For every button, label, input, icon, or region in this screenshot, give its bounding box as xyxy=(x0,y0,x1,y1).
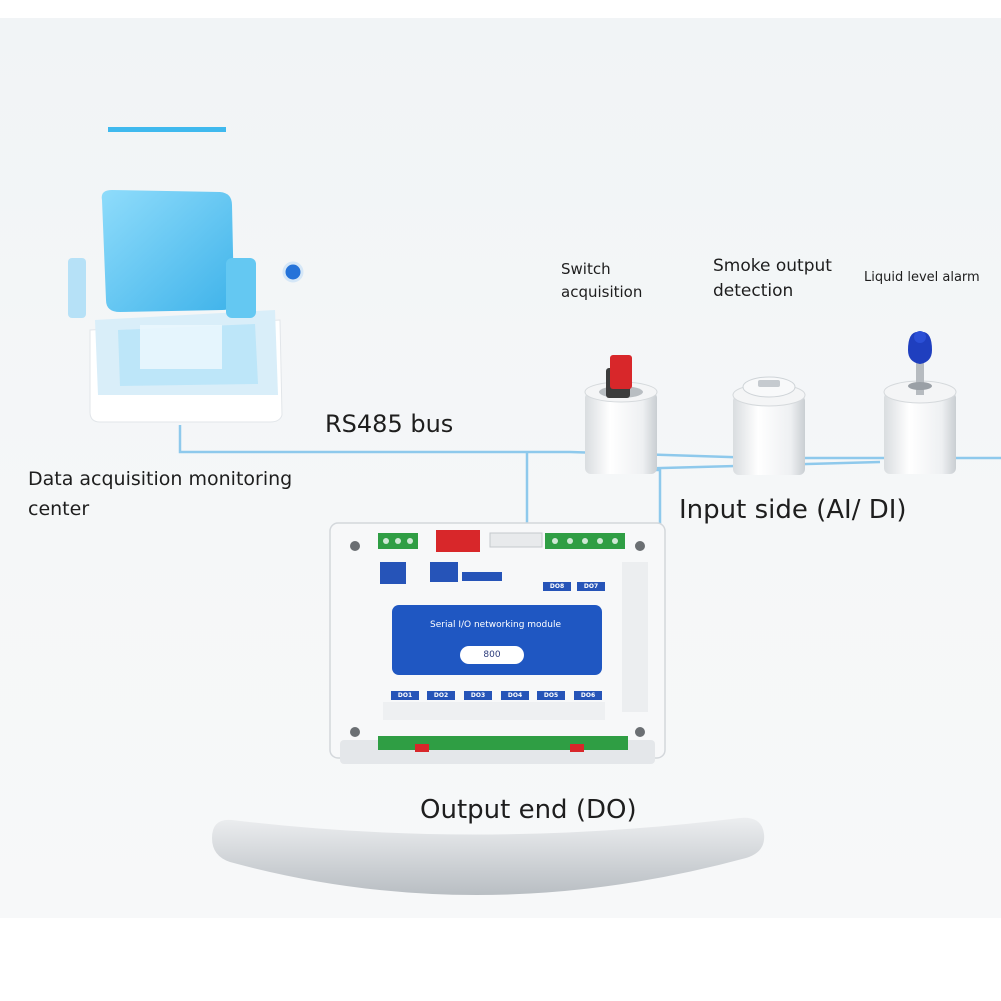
smoke-detection-label: Smoke output detection xyxy=(713,254,832,304)
do-tag-bottom: DO3 xyxy=(464,691,492,700)
liquid-level-alarm-label: Liquid level alarm xyxy=(864,270,980,285)
smoke-label-line-2: detection xyxy=(713,281,794,301)
do-tag-bottom: DO1 xyxy=(391,691,419,700)
do-tag-bottom: DO2 xyxy=(427,691,455,700)
data-center-label-line-1: Data acquisition monitoring xyxy=(28,468,293,490)
module-value-badge: 800 xyxy=(460,646,524,664)
switch-sensor-icon xyxy=(584,355,658,474)
io-module-icon xyxy=(329,522,666,764)
do-tag-bottom: DO5 xyxy=(537,691,565,700)
module-title: Serial I/O networking module xyxy=(430,620,562,630)
liquid-level-sensor-icon xyxy=(883,331,957,474)
do-tag-bottom: DO6 xyxy=(574,691,602,700)
data-center-label-line-2: center xyxy=(28,498,90,520)
do-tag-bottom: DO4 xyxy=(501,691,529,700)
switch-label-line-2: acquisition xyxy=(561,283,643,301)
input-side-label: Input side (AI/ DI) xyxy=(679,495,907,525)
data-center-label: Data acquisition monitoring center xyxy=(28,464,292,524)
output-end-label: Output end (DO) xyxy=(420,795,637,825)
do-tag-top: DO7 xyxy=(577,582,605,591)
background xyxy=(0,18,1001,918)
do-tag-top: DO8 xyxy=(543,582,571,591)
base-arc xyxy=(212,817,765,896)
rs485-bus-label: RS485 bus xyxy=(325,410,454,438)
switch-acquisition-label: Switch acquisition xyxy=(561,258,642,304)
smoke-detector-icon xyxy=(732,376,806,475)
smoke-label-line-1: Smoke output xyxy=(713,256,832,276)
monitor-center-icon xyxy=(68,127,304,423)
switch-label-line-1: Switch xyxy=(561,260,611,278)
